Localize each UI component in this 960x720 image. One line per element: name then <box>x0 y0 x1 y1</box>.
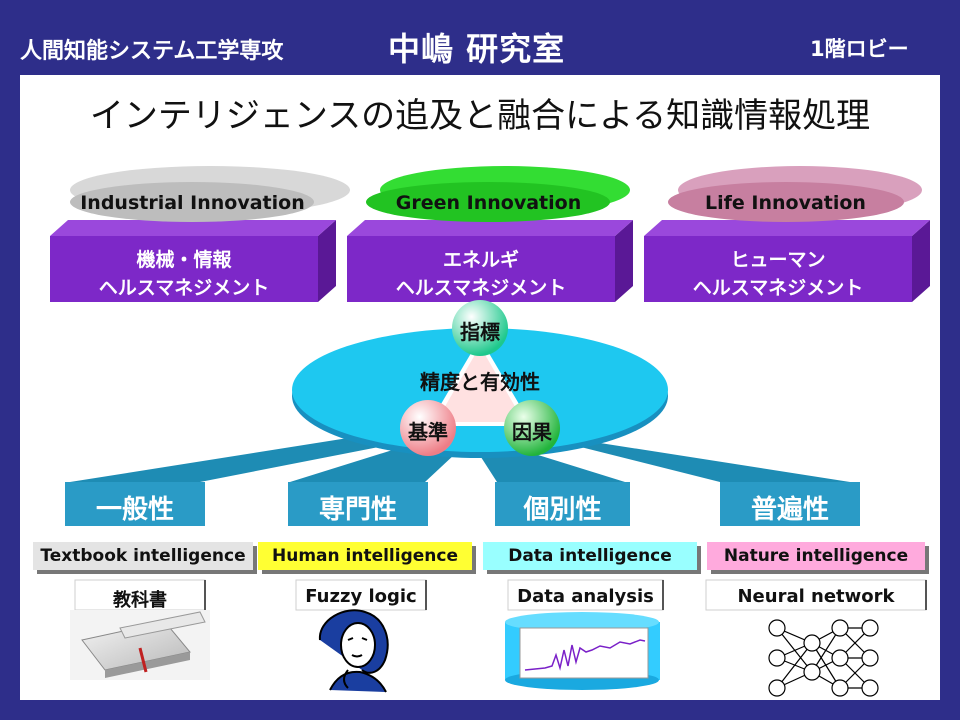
block-line2-industrial: ヘルスマネジメント <box>98 277 270 299</box>
center-indicator-label: 指標 <box>460 320 500 344</box>
data-cylinder <box>505 612 660 690</box>
block-line2-green: ヘルスマネジメント <box>395 277 567 299</box>
method-boxes <box>74 579 927 611</box>
innovation-block-green <box>347 166 633 302</box>
neural-network-illustration <box>768 619 879 697</box>
node-indicator <box>452 300 508 356</box>
person-illustration <box>318 609 389 693</box>
center-accuracy-label: 精度と有効性 <box>420 370 540 394</box>
location-label: 1階ロビー <box>810 37 909 61</box>
method-label-data-analysis: Data analysis <box>517 586 654 607</box>
innovation-label-life: Life Innovation <box>705 192 866 214</box>
block-line1-green: エネルギ <box>442 249 519 271</box>
method-label-fuzzy: Fuzzy logic <box>305 586 417 607</box>
center-criterion-label: 基準 <box>408 420 448 444</box>
header-bar: 人間知能システム工学専攻 中嶋 研究室 1階ロビー <box>0 0 960 75</box>
pillar-label-special: 専門性 <box>318 495 397 525</box>
department-name: 人間知能システム工学専攻 <box>20 39 284 64</box>
lab-name: 中嶋 研究室 <box>388 30 566 68</box>
innovation-ellipse-life <box>668 182 904 222</box>
pillar-individual <box>495 482 630 526</box>
method-label-neural: Neural network <box>737 586 895 607</box>
innovation-ellipse-green <box>366 182 610 222</box>
intelligence-label-textbook: Textbook intelligence <box>40 546 246 566</box>
central-disc <box>292 300 668 458</box>
main-title: インテリジェンスの追及と融合による知識情報処理 <box>89 96 871 136</box>
innovation-ellipse-industrial <box>70 182 314 222</box>
pillar-label-individual: 個別性 <box>523 495 602 525</box>
center-causality-label: 因果 <box>512 420 552 444</box>
intelligence-label-data: Data intelligence <box>508 546 672 566</box>
block-line2-life: ヘルスマネジメント <box>692 277 864 299</box>
intelligence-boxes <box>33 542 929 574</box>
block-line1-life: ヒューマン <box>730 249 826 271</box>
method-label-textbook: 教科書 <box>113 590 167 611</box>
innovation-label-green: Green Innovation <box>395 192 582 214</box>
pillar-special <box>288 482 428 526</box>
innovation-block-industrial <box>50 166 350 302</box>
innovation-label-industrial: Industrial Innovation <box>80 192 305 214</box>
pillar-label-general: 一般性 <box>95 495 174 525</box>
pillar-universal <box>720 482 860 526</box>
block-line1-industrial: 機械・情報 <box>136 249 232 271</box>
innovation-block-life <box>644 166 930 302</box>
pillar-label-universal: 普遍性 <box>750 495 829 525</box>
node-causality <box>504 400 560 456</box>
node-criterion <box>400 400 456 456</box>
intelligence-label-human: Human intelligence <box>271 546 458 566</box>
intelligence-label-nature: Nature intelligence <box>723 546 909 566</box>
pillar-general <box>65 482 205 526</box>
pillar-wedges <box>65 425 860 526</box>
books-illustration <box>70 610 210 680</box>
